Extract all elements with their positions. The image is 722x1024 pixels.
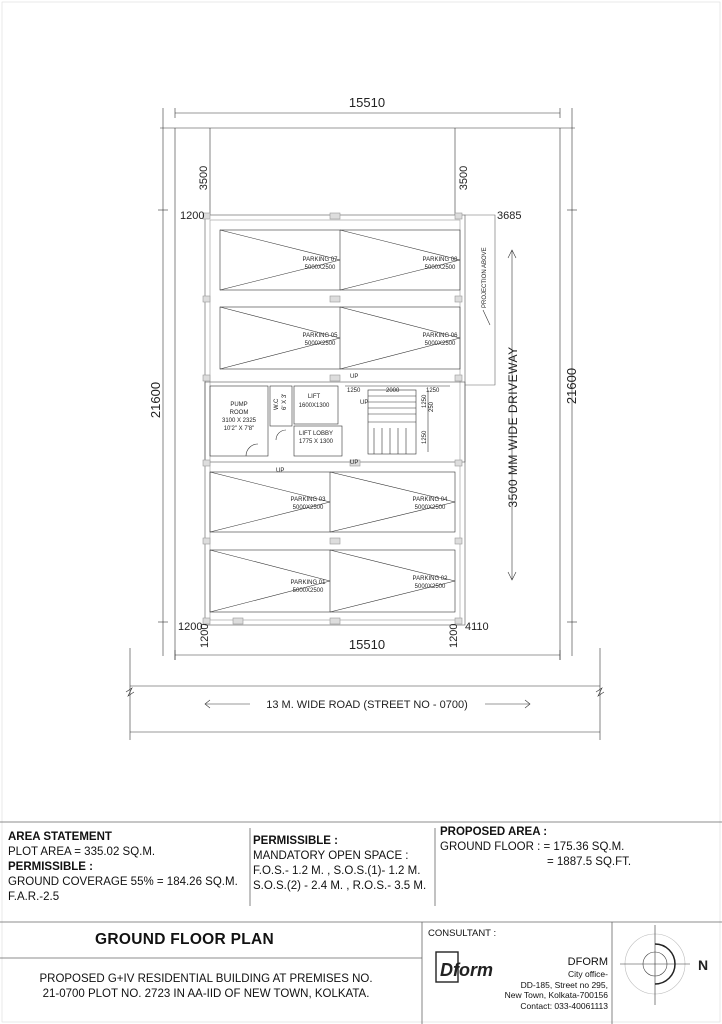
parking-size: 5000X2500 [425,341,456,347]
wc-size: 6' X 3' [282,394,288,410]
open-space-line: S.O.S.(2) - 2.4 M. , R.O.S.- 3.5 M. [253,880,427,892]
dim-height-right: 21600 [564,368,579,404]
address-line: City office- [568,969,608,979]
parking-label: PARKING 02 [413,576,449,582]
address-line: New Town, Kolkata-700156 [504,990,608,1000]
stair-dim: 250 [429,401,435,412]
far: F.A.R.-2.5 [8,891,60,903]
up-label: UP [350,460,358,466]
parking-size: 5000X2500 [425,265,456,271]
parking-size: 5000X2500 [293,588,324,594]
dim-right-lower: 4110 [465,621,489,633]
dim-bottom-width: 15510 [349,637,385,652]
lift-lobby-size: 1775 X 1300 [299,439,334,445]
parking-label: PARKING 04 [413,497,449,503]
parking-label: PARKING 03 [291,497,327,503]
pump-room-size-imperial: 10'2" X 7'8" [224,426,255,432]
lift-label: LIFT [308,394,321,400]
parking-label: PARKING 01 [291,580,327,586]
stair-dim: 1250 [422,394,428,408]
parking-label: PARKING 08 [423,257,459,263]
parking-size: 5000X2500 [415,505,446,511]
pump-room-label-2: ROOM [230,410,249,416]
lift-size: 1600X1300 [299,403,330,409]
parking-size: 5000X2500 [305,265,336,271]
contact-line: Contact: 033-40061113 [520,1000,608,1011]
permissible-heading: PERMISSIBLE : [8,861,93,873]
parking-size: 5000X2500 [305,341,336,347]
pump-room-size: 3100 X 2325 [222,418,257,424]
parking-size: 5000X2500 [415,584,446,590]
parking-size: 5000X2500 [293,505,324,511]
open-space-line: MANDATORY OPEN SPACE : [253,850,409,862]
ground-floor-area: GROUND FLOOR : = 175.36 SQ.M. [440,841,625,853]
parking-label: PARKING 06 [423,333,459,339]
stair-dim: 2000 [386,388,400,394]
wc-label: W.C [274,398,280,410]
drawing-title: GROUND FLOOR PLAN [95,931,275,948]
dform-logo: Dform [435,951,493,983]
dim-right-upper: 3685 [497,210,521,222]
ground-floor-area-sqft: = 1887.5 SQ.FT. [547,856,632,868]
project-description: PROPOSED G+IV RESIDENTIAL BUILDING AT PR… [10,972,402,1002]
dim-left-upper: 1200 [180,210,204,222]
parking-label: PARKING 05 [303,333,339,339]
proposed-area-heading: PROPOSED AREA : [440,826,548,838]
up-label: UP [276,468,284,474]
area-statement-heading: AREA STATEMENT [8,831,112,843]
stair-dim: 1250 [347,388,361,394]
dim-bottom-right: 1200 [448,624,460,648]
open-space-line: F.O.S.- 1.2 M. , S.O.S.(1)- 1.2 M. [253,865,421,877]
permissible-open-space: PERMISSIBLE : MANDATORY OPEN SPACE : F.O… [253,834,426,894]
area-statement: AREA STATEMENT PLOT AREA = 335.02 SQ.M. … [8,830,238,905]
up-label: UP [350,374,358,380]
description-line: 21-0700 PLOT NO. 2723 IN AA-IID OF NEW T… [42,988,370,1000]
logo-text: Dform [440,960,493,980]
dim-right-setback: 3500 [458,166,470,190]
pump-room-label: PUMP [230,402,247,408]
proposed-area: PROPOSED AREA : GROUND FLOOR : = 175.36 … [440,825,631,870]
dim-top-width: 15510 [349,95,385,110]
description-line: PROPOSED G+IV RESIDENTIAL BUILDING AT PR… [39,973,373,985]
lift-lobby-label: LIFT LOBBY [299,431,333,437]
stair-dim: 1250 [426,388,440,394]
ground-coverage: GROUND COVERAGE 55% = 184.26 SQ.M. [8,876,238,888]
dim-left-setback: 3500 [198,166,210,190]
north-label: N [698,957,708,973]
plot-area: PLOT AREA = 335.02 SQ.M. [8,846,156,858]
dim-height-left: 21600 [148,382,163,418]
road-label: 13 M. WIDE ROAD (STREET NO - 0700) [266,699,468,711]
permissible-2-heading: PERMISSIBLE : [253,835,338,847]
consultant-details: DFORM City office- DD-185, Street no 295… [470,956,608,1011]
parking-label: PARKING 07 [303,257,339,263]
consultant-label: CONSULTANT : [428,928,497,939]
dim-bottom-left: 1200 [199,624,211,648]
up-label: UP [360,400,368,406]
stair-dim: 1250 [422,430,428,444]
dim-left-lower: 1200 [178,621,202,633]
driveway-label: 3500 MM WIDE DRIVEWAY [506,346,520,507]
firm-name: DFORM [567,956,608,968]
address-line: DD-185, Street no 295, [520,979,608,990]
projection-label: PROJECTION ABOVE [482,247,488,308]
